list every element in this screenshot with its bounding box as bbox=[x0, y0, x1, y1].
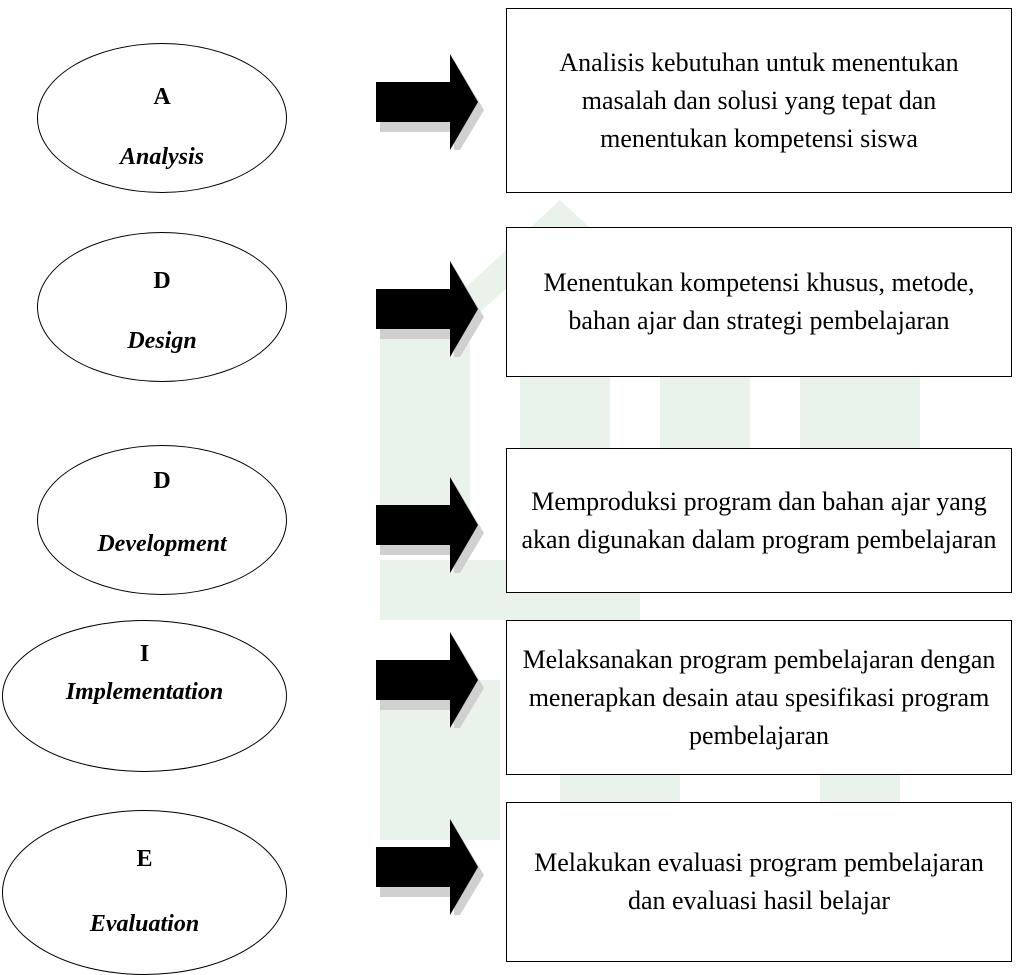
stage-implementation: I Implementation Melaksanakan program pe… bbox=[0, 620, 1017, 813]
stage-evaluation: E Evaluation Melakukan evaluasi program … bbox=[0, 802, 1017, 975]
stage-description: Melakukan evaluasi program pembelajaran … bbox=[534, 848, 984, 915]
stage-ellipse: E Evaluation bbox=[2, 810, 287, 975]
stage-ellipse: D Development bbox=[37, 445, 287, 595]
right-arrow-icon bbox=[376, 819, 484, 915]
stage-letter: E bbox=[136, 846, 153, 872]
stage-description: Memproduksi program dan bahan ajar yang … bbox=[521, 486, 997, 554]
stage-letter: D bbox=[153, 268, 171, 294]
right-arrow-icon bbox=[376, 261, 484, 357]
stage-name: Analysis bbox=[119, 144, 205, 170]
stage-description-box: Melakukan evaluasi program pembelajaran … bbox=[506, 802, 1012, 962]
stage-design: D Design Menentukan kompetensi khusus, m… bbox=[0, 227, 1017, 420]
stage-description-box: Menentukan kompetensi khusus, metode, ba… bbox=[506, 227, 1012, 377]
stage-analysis: A Analysis Analisis kebutuhan untuk mene… bbox=[0, 8, 1017, 201]
stage-name: Design bbox=[127, 328, 197, 354]
stage-ellipse: I Implementation bbox=[2, 620, 287, 772]
stage-ellipse: D Design bbox=[37, 232, 287, 382]
stage-name: Development bbox=[97, 531, 227, 557]
right-arrow-icon bbox=[376, 477, 484, 573]
right-arrow-icon bbox=[376, 54, 484, 150]
stage-letter: D bbox=[153, 468, 171, 494]
stage-description-box: Melaksanakan program pembelajaran dengan… bbox=[506, 620, 1012, 775]
stage-description: Analisis kebutuhan untuk menentukan masa… bbox=[559, 47, 959, 153]
stage-ellipse: A Analysis bbox=[37, 43, 287, 193]
stage-letter: A bbox=[153, 84, 171, 110]
stage-description: Melaksanakan program pembelajaran dengan… bbox=[522, 644, 996, 750]
stage-letter: I bbox=[139, 641, 150, 667]
stage-name: Evaluation bbox=[89, 911, 200, 937]
stage-description-box: Memproduksi program dan bahan ajar yang … bbox=[506, 448, 1012, 593]
stage-description: Menentukan kompetensi khusus, metode, ba… bbox=[543, 268, 975, 335]
stage-name: Implementation bbox=[65, 679, 224, 705]
right-arrow-icon bbox=[376, 632, 484, 728]
stage-description-box: Analisis kebutuhan untuk menentukan masa… bbox=[506, 8, 1012, 193]
stage-development: D Development Memproduksi program dan ba… bbox=[0, 445, 1017, 638]
